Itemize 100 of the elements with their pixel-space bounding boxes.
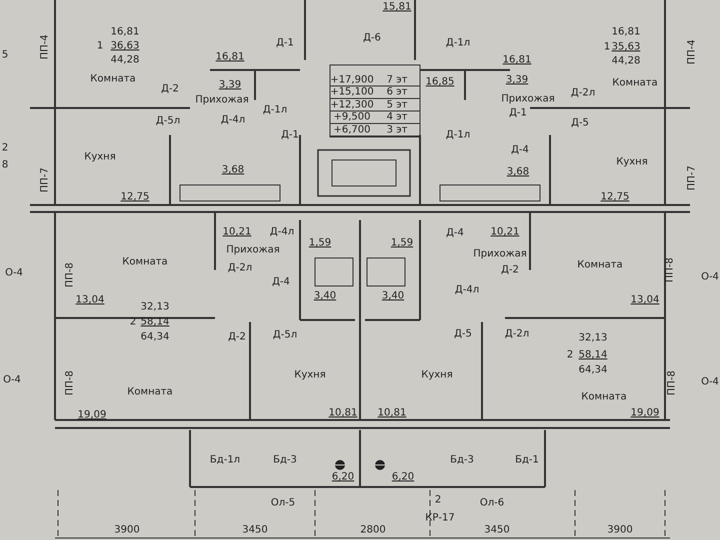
area-value: 15,81 (382, 2, 412, 12)
floor-level: +12,300 (330, 100, 374, 110)
floor-level: 7 эт (386, 74, 408, 86)
stair-mark: КР-17 (425, 512, 455, 524)
room-name: Комната (581, 392, 627, 402)
room-name: Кухня (421, 370, 453, 380)
area-value: 64,34 (578, 364, 608, 376)
wall-panel-mark: ПП-4 (686, 40, 698, 64)
door-mark: Д-4л (270, 226, 294, 238)
floor-level: +15,100 (330, 86, 374, 98)
room-name: Кухня (84, 152, 116, 162)
apartment-number: 1 (96, 40, 104, 52)
door-mark: Д-2л (570, 88, 596, 98)
area-value: 16,85 (426, 76, 454, 88)
room-name: Прихожая (226, 244, 280, 256)
door-mark: Д-2 (161, 84, 179, 94)
door-mark: Д-5л (272, 330, 298, 340)
area-value: 32,13 (140, 302, 170, 312)
door-mark: Д-1 (509, 108, 527, 118)
door-mark: Д-1 (281, 130, 299, 140)
grid-mark: 2 (2, 142, 8, 154)
area-value: 3,68 (222, 164, 244, 176)
floor-level: +6,700 (334, 124, 370, 136)
balcony-door-mark: Бд-1 (515, 454, 539, 466)
door-mark: Д-4 (272, 276, 290, 288)
area-value: 1,59 (390, 238, 414, 248)
area-value: 3,40 (314, 290, 336, 302)
grid-mark: 5 (2, 50, 8, 60)
door-mark: Д-5 (571, 118, 589, 128)
door-mark: Д-1 (276, 38, 294, 48)
room-name: Прихожая (473, 248, 527, 260)
door-mark: Д-1л (446, 38, 470, 48)
area-value: 3,40 (382, 290, 404, 302)
area-value: 12,75 (600, 192, 630, 202)
area-value: 16,81 (216, 52, 244, 62)
area-value: 36,63 (110, 40, 140, 52)
area-value: 12,75 (120, 192, 150, 202)
door-mark: Д-4л (454, 284, 480, 296)
area-value: 10,21 (490, 226, 520, 238)
area-value: 3,68 (506, 166, 530, 178)
area-value: 3,39 (506, 74, 528, 86)
balcony-door-mark: Бд-3 (273, 454, 297, 466)
area-value: 58,14 (140, 316, 170, 328)
dimension-value: 3450 (242, 524, 268, 536)
wall-panel-mark: ПП-4 (40, 34, 50, 60)
room-name: Комната (122, 256, 168, 268)
floor-level: 6 эт (386, 86, 408, 98)
area-value: 19,09 (78, 410, 106, 420)
area-value: 3,39 (218, 80, 242, 90)
floor-level: +9,500 (334, 112, 370, 122)
door-mark: Д-5 (454, 328, 472, 340)
apartment-number: 1 (604, 42, 610, 52)
area-value: 13,04 (630, 294, 660, 306)
dimension-value: 3450 (484, 524, 510, 536)
area-value: 16,81 (612, 26, 640, 38)
stair-mark: 2 (434, 494, 442, 506)
floor-level: 4 эт (386, 112, 408, 122)
door-mark: Д-5л (156, 116, 180, 126)
area-value: 6,20 (392, 472, 414, 482)
dimension-value: 2800 (360, 524, 386, 536)
floor-level: +17,900 (330, 74, 374, 86)
floor-level: 5 эт (386, 100, 408, 110)
room-name: Комната (127, 386, 173, 398)
door-mark: Д-1л (262, 104, 288, 116)
area-value: 10,81 (378, 408, 406, 418)
dimension-value: 3900 (114, 524, 140, 536)
area-value: 44,28 (110, 54, 140, 66)
area-value: 10,81 (328, 408, 358, 418)
area-value: 32,13 (578, 332, 608, 344)
area-value: 16,81 (502, 54, 532, 66)
door-mark: Д-4 (446, 228, 464, 238)
area-value: 64,34 (140, 332, 170, 342)
room-name: Прихожая (501, 94, 555, 104)
window-mark: О-4 (701, 376, 719, 388)
area-value: 16,81 (110, 26, 140, 38)
wall-panel-mark: ПП-7 (40, 168, 50, 192)
window-mark: О-4 (701, 272, 719, 282)
door-mark: Д-2 (228, 332, 246, 342)
window-mark: О-4 (3, 374, 21, 386)
door-mark: Д-2л (228, 262, 252, 274)
window-mark: Ол-5 (270, 498, 296, 508)
dimension-value: 3900 (607, 524, 633, 536)
room-name: Комната (90, 74, 136, 84)
apartment-number: 2 (130, 316, 136, 328)
area-value: 58,14 (578, 350, 608, 360)
area-value: 13,04 (76, 294, 104, 306)
room-name: Прихожая (195, 94, 249, 106)
door-mark: Д-6 (363, 32, 381, 44)
area-value: 35,63 (612, 42, 640, 52)
door-mark: Д-1л (446, 130, 470, 140)
grid-mark: 8 (2, 160, 8, 170)
apartment-number: 2 (566, 350, 574, 360)
room-name: Кухня (616, 156, 648, 168)
area-value: 1,59 (308, 238, 332, 248)
area-value: 6,20 (332, 472, 354, 482)
area-value: 44,28 (612, 56, 640, 66)
floor-level: 3 эт (386, 124, 408, 136)
wall-panel-mark: ПП-8 (664, 258, 676, 282)
door-mark: Д-2л (504, 328, 530, 340)
window-mark: Ол-6 (480, 498, 504, 508)
